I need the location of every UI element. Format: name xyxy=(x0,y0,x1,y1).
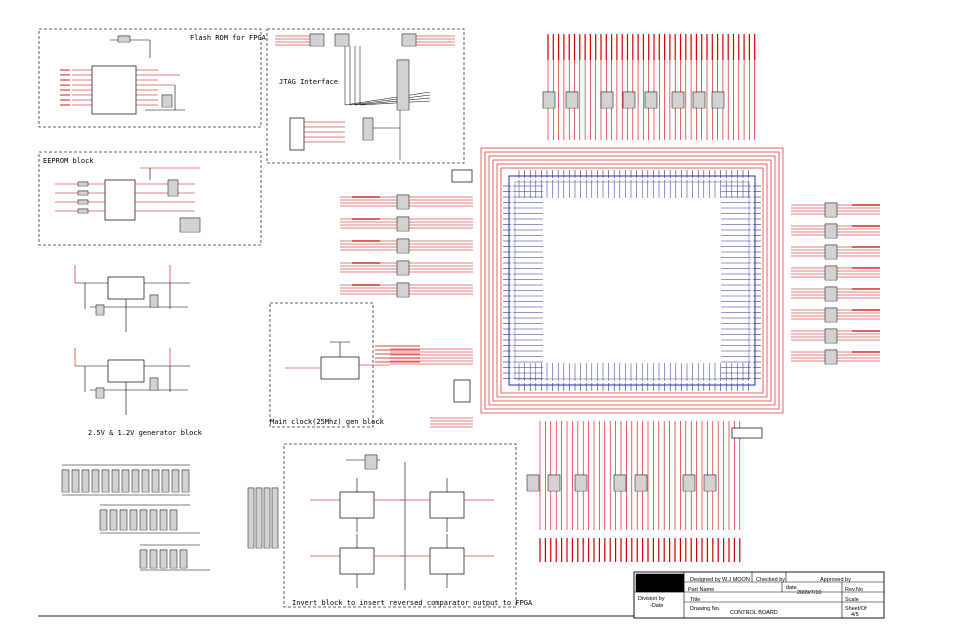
date-label: date xyxy=(786,585,797,591)
approved-by-label: Approved by xyxy=(820,577,851,583)
pullup-array xyxy=(161,469,170,493)
part-name-label: Part Name xyxy=(688,587,715,593)
flash-rom-chip xyxy=(91,65,137,115)
ldo-regulator-chip xyxy=(107,276,145,300)
ldo-resistor xyxy=(95,387,105,399)
eeprom-chip xyxy=(104,179,136,221)
pullup-array xyxy=(121,469,130,493)
fpga-bus-ring xyxy=(484,151,780,410)
jtag-connector xyxy=(289,117,305,151)
sheet-label: Sheet/Of xyxy=(845,606,867,612)
inverter-chip xyxy=(339,491,375,519)
jtag-bus-wire xyxy=(359,100,431,106)
pullup-array xyxy=(181,469,190,493)
oscillator-chip xyxy=(320,356,360,380)
title-block-logo xyxy=(635,573,685,593)
drawing-no-label: Drawing No. xyxy=(690,606,721,612)
sheet-value: 4/5 xyxy=(851,612,859,618)
jtag-block-title: JTAG Interface xyxy=(279,78,339,86)
pullup-array xyxy=(101,469,110,493)
fpga-bus-ring xyxy=(488,155,776,406)
flash-resistor xyxy=(117,35,131,43)
right-small-component xyxy=(731,427,763,439)
jtag-res-stack xyxy=(396,59,410,111)
jtag-block-frame xyxy=(266,28,465,164)
invert-block-frame xyxy=(283,443,517,608)
inverter-chip xyxy=(429,491,465,519)
flash-rom-block-title: Flash ROM for FPGA xyxy=(190,34,266,42)
division-sub-label: -Date xyxy=(650,603,664,609)
division-label: Division by xyxy=(638,596,665,602)
date-value: 2009/7/10 xyxy=(797,590,822,596)
rev-label: Rev.No xyxy=(845,587,863,593)
eeprom-block-title: EEPROM block xyxy=(43,157,94,165)
pullup-array-3 xyxy=(139,549,148,569)
fpga-chip-inner xyxy=(514,181,750,380)
left-small-chip xyxy=(453,379,471,403)
checked-by-label: Checked by xyxy=(756,577,786,583)
pullup-array xyxy=(61,469,70,493)
pullup-array xyxy=(111,469,120,493)
jtag-bus-wire xyxy=(349,94,431,106)
pullup-array xyxy=(91,469,100,493)
jtag-bus-wire xyxy=(354,97,431,106)
designed-by-value: W.J MOON xyxy=(722,577,750,583)
main-clock-block-title: Main clock(25Mhz) gen block xyxy=(270,418,384,426)
pullup-array-3 xyxy=(169,549,178,569)
pullup-array xyxy=(151,469,160,493)
fpga-bus-ring xyxy=(496,163,768,398)
flash-rom-block-frame xyxy=(38,28,262,128)
fpga-bus-ring xyxy=(480,147,784,414)
pullup-array-3 xyxy=(159,549,168,569)
fpga-bus-ring xyxy=(500,167,764,394)
inverter-chip xyxy=(429,547,465,575)
ldo-resistor xyxy=(95,304,105,316)
jtag-bus-wire xyxy=(344,91,431,106)
pullup-array xyxy=(71,469,80,493)
pullup-array xyxy=(81,469,90,493)
pullup-array-3 xyxy=(149,549,158,569)
fpga-config-chip xyxy=(451,169,473,183)
inverter-chip xyxy=(339,547,375,575)
title-block-frame xyxy=(633,571,885,619)
drawing-title-value: CONTROL BOARD xyxy=(730,610,778,616)
regulator-block-title: 2.5V & 1.2V generator block xyxy=(88,429,202,437)
fpga-bus-ring xyxy=(492,159,772,402)
eeprom-block-frame xyxy=(38,151,262,246)
pullup-array xyxy=(171,469,180,493)
pullup-array xyxy=(131,469,140,493)
fpga-chip xyxy=(508,175,756,386)
pullup-array-3 xyxy=(179,549,188,569)
designed-by-label: Designed by xyxy=(690,577,721,583)
scale-label: Scale xyxy=(845,597,859,603)
title-label: Title xyxy=(690,597,701,603)
pullup-array xyxy=(141,469,150,493)
ldo-regulator-chip xyxy=(107,359,145,383)
jtag-res-small xyxy=(362,117,374,141)
invert-block-title: Invert block to insert reversed comparat… xyxy=(292,599,533,607)
